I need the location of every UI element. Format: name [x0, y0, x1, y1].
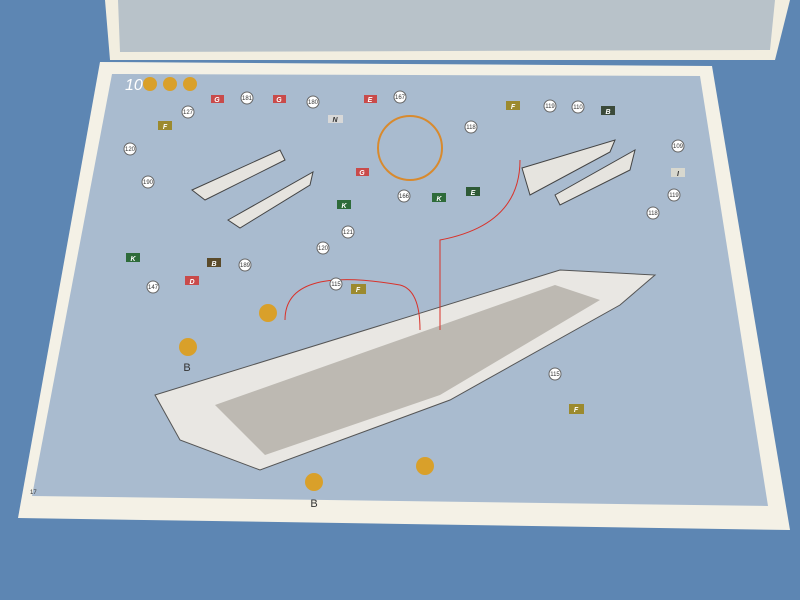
step-number: 10: [125, 77, 143, 94]
svg-text:N: N: [332, 117, 338, 124]
svg-text:B: B: [605, 109, 610, 116]
svg-text:189: 189: [240, 263, 251, 269]
boat-part-189: [227, 171, 314, 229]
page-number: 17: [30, 490, 37, 496]
detail-callout: [377, 115, 443, 181]
sub-assembly-icon: [179, 338, 197, 356]
assembly-label-left: B: [183, 362, 190, 374]
svg-text:119: 119: [669, 193, 679, 199]
rigging-icon: [416, 457, 434, 475]
svg-text:B: B: [211, 261, 216, 268]
svg-text:F: F: [574, 407, 579, 414]
svg-text:K: K: [436, 196, 442, 203]
rigging-icon: [259, 304, 277, 322]
boat-part-190: [191, 149, 286, 201]
svg-text:F: F: [163, 124, 168, 131]
svg-text:120: 120: [318, 246, 329, 252]
svg-text:115: 115: [550, 372, 560, 378]
sub-assembly-icon: [305, 473, 323, 491]
previous-page-panel: [118, 0, 775, 52]
svg-text:115: 115: [331, 282, 341, 288]
svg-text:F: F: [356, 287, 361, 294]
boat-part-110: [521, 139, 616, 196]
svg-text:K: K: [341, 203, 347, 210]
svg-text:166: 166: [399, 194, 410, 200]
svg-text:118: 118: [466, 125, 476, 131]
deck-planking: [215, 285, 600, 455]
arrow-line: [284, 279, 421, 331]
svg-text:118: 118: [648, 211, 658, 217]
svg-text:D: D: [189, 279, 194, 286]
svg-text:110: 110: [573, 105, 583, 111]
svg-text:119: 119: [545, 104, 555, 110]
step-panel: [32, 74, 768, 506]
paint-icon: [163, 77, 177, 91]
svg-text:G: G: [214, 97, 220, 104]
svg-text:G: G: [359, 170, 365, 177]
part-numbers: 181 127 120 190 180 167 166 121 120 189 …: [123, 90, 685, 381]
svg-text:I: I: [677, 171, 680, 178]
svg-text:120: 120: [125, 147, 136, 153]
svg-text:147: 147: [148, 285, 159, 291]
svg-text:109: 109: [673, 144, 684, 150]
assembly-label-bottom: B: [310, 498, 317, 510]
svg-text:E: E: [368, 97, 373, 104]
svg-text:K: K: [130, 256, 136, 263]
svg-text:E: E: [471, 190, 476, 197]
glue-icon: [143, 77, 157, 91]
svg-text:180: 180: [308, 100, 319, 106]
svg-text:G: G: [276, 97, 282, 104]
svg-text:127: 127: [183, 110, 194, 116]
decal-icon: [183, 77, 197, 91]
svg-text:167: 167: [395, 95, 406, 101]
color-flags: G G E N G K K K B D F F B E I F F: [126, 95, 685, 414]
svg-text:181: 181: [242, 96, 253, 102]
boat-part-109: [554, 148, 636, 206]
arrow-line: [439, 159, 521, 330]
svg-text:F: F: [511, 104, 516, 111]
svg-text:190: 190: [143, 180, 154, 186]
svg-text:121: 121: [343, 230, 354, 236]
